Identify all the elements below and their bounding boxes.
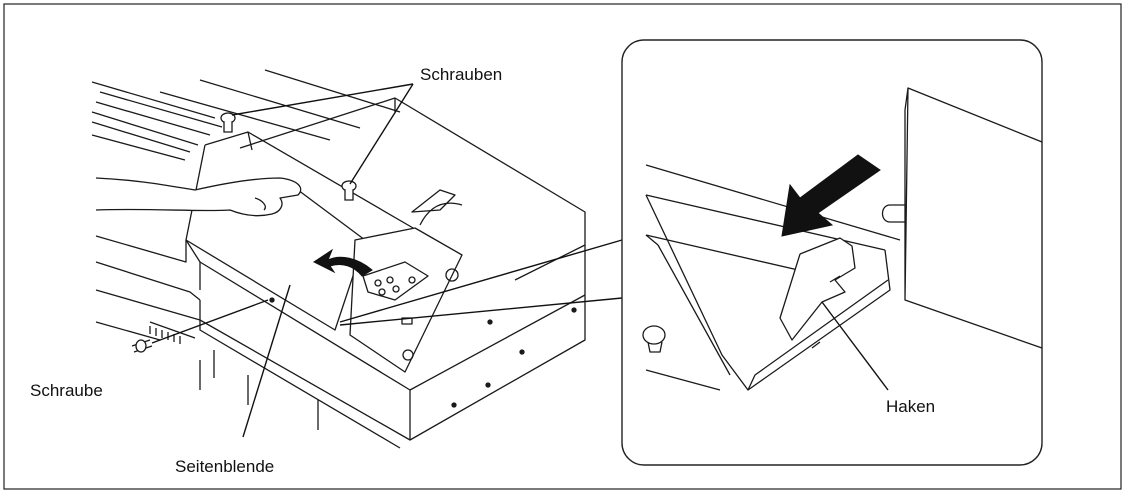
leader-lines (151, 83, 623, 438)
label-seitenblende: Seitenblende (175, 457, 274, 476)
screw-top-middle (341, 180, 357, 201)
haken-leader-line (821, 301, 889, 391)
screw-side (131, 339, 153, 353)
inset-drawing (642, 87, 1043, 391)
label-schrauben: Schrauben (420, 65, 502, 84)
rotate-arrow-icon (313, 248, 373, 277)
label-haken: Haken (886, 397, 935, 416)
machine-drawing (91, 69, 586, 449)
insert-direction-arrow-icon (781, 154, 881, 237)
screw-top-left (220, 112, 236, 133)
label-schraube: Schraube (30, 381, 103, 400)
